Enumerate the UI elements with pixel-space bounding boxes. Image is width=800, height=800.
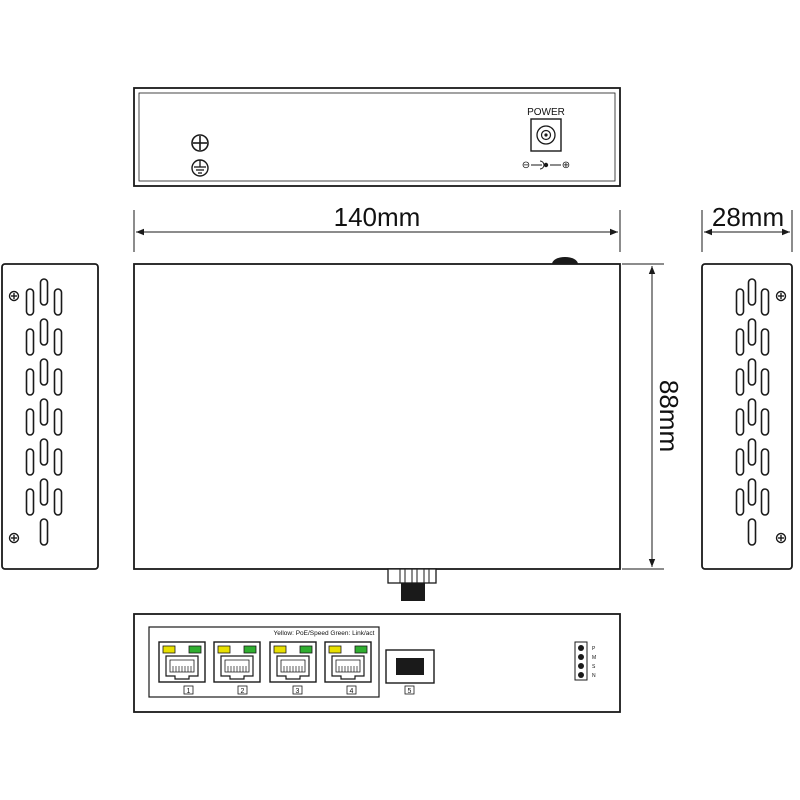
width-dimension: 140mm <box>133 202 621 252</box>
dip-label: M <box>592 655 596 661</box>
width-label: 140mm <box>334 202 421 232</box>
port-number-badge: 2 <box>237 685 248 695</box>
power-jack[interactable] <box>530 118 562 152</box>
right-side-view <box>701 263 793 570</box>
screw-icon <box>775 290 787 302</box>
height-label: 88mm <box>654 380 684 452</box>
power-label: POWER <box>527 107 565 118</box>
screw-icon <box>8 532 20 544</box>
rear-panel: POWER ⊖ ⊕ <box>133 87 621 187</box>
polarity-symbol: ⊖ ⊕ <box>522 160 570 171</box>
depth-label: 28mm <box>712 202 784 232</box>
port-number: 4 <box>350 688 354 695</box>
screw-icon <box>8 290 20 302</box>
port-number-badge: 4 <box>346 685 357 695</box>
port-number: 2 <box>241 688 245 695</box>
port-number-badge: 5 <box>404 685 415 695</box>
depth-dimension: 28mm <box>701 202 793 252</box>
sfp-port[interactable] <box>385 649 435 684</box>
port-number-badge: 3 <box>292 685 303 695</box>
front-panel: Yellow: PoE/Speed Green: Link/act 1 2 3 … <box>133 613 621 713</box>
ground-terminal-screw <box>191 134 209 152</box>
ground-icon <box>191 159 209 177</box>
screw-icon <box>775 532 787 544</box>
polarity-negative-icon: ⊖ <box>522 160 530 171</box>
dip-label: P <box>592 646 596 652</box>
dip-switch-block[interactable]: P M S N <box>574 641 596 681</box>
polarity-positive-icon: ⊕ <box>562 160 570 171</box>
port-number-badge: 1 <box>183 685 194 695</box>
sfp-port-number: 5 <box>408 688 412 695</box>
led-legend: Yellow: PoE/Speed Green: Link/act <box>274 630 375 637</box>
port-number: 3 <box>296 688 300 695</box>
left-side-view <box>1 263 99 570</box>
dip-label: S <box>592 664 596 670</box>
port-number: 1 <box>187 688 191 695</box>
height-dimension: 88mm <box>622 263 684 570</box>
sfp-module-protrusion <box>387 568 437 601</box>
top-view <box>133 257 621 601</box>
dip-label: N <box>592 673 596 679</box>
